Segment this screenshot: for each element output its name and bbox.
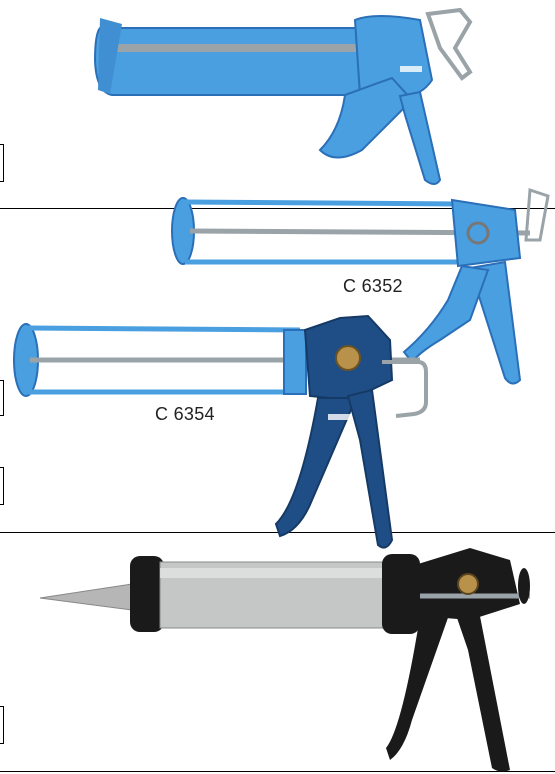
product-code-label: C 6354 <box>155 404 215 424</box>
caulking-gun-blue-closed <box>93 7 473 185</box>
section-divider-top <box>0 208 555 209</box>
section-divider-middle <box>0 532 555 533</box>
section-divider-bottom <box>0 771 555 772</box>
table-edge-marker <box>0 380 4 416</box>
product-code-label: C 6352 <box>343 276 403 296</box>
table-edge-marker <box>0 467 4 505</box>
caulking-gun-blue-frame-navy-handle <box>13 314 428 549</box>
table-edge-marker <box>0 144 4 182</box>
sausage-gun-aluminium <box>39 548 530 772</box>
table-edge-marker <box>0 706 4 744</box>
